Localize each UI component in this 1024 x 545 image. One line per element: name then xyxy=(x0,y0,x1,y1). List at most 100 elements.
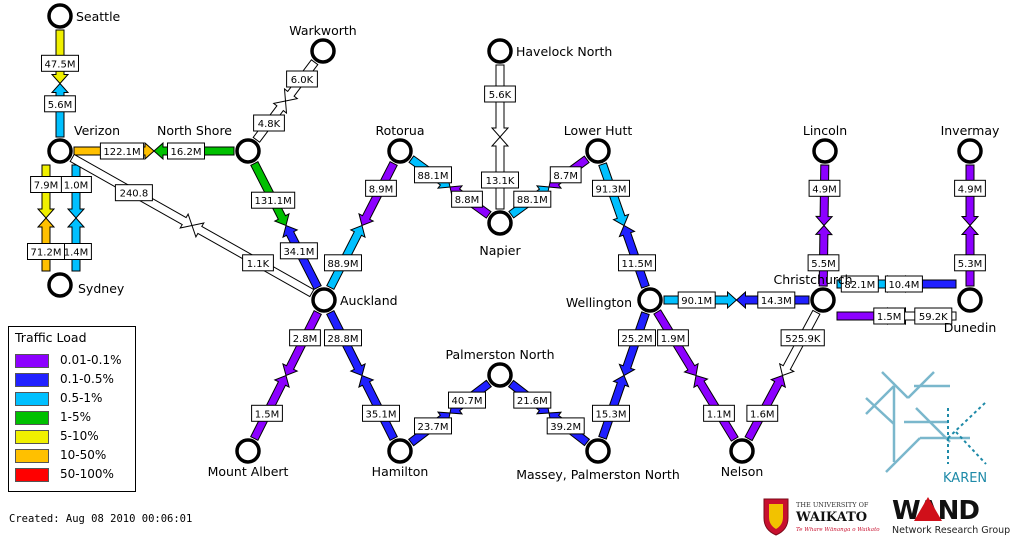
link-tag-box xyxy=(914,307,953,325)
node-hamilton[interactable]: Hamilton xyxy=(372,438,429,479)
node-circle[interactable] xyxy=(585,138,611,164)
link-tag-box xyxy=(251,191,296,209)
node-palmerston[interactable]: Palmerston North xyxy=(445,347,555,388)
link-tag-value: 35.1M xyxy=(366,409,397,420)
node-auckland[interactable]: Auckland xyxy=(311,287,398,313)
node-circle[interactable] xyxy=(487,362,513,388)
node-circle[interactable] xyxy=(487,38,513,64)
link-tag-box xyxy=(30,176,62,193)
node-circle[interactable] xyxy=(810,287,836,313)
link-tag-box xyxy=(703,404,735,422)
link-tag-value: 21.6M xyxy=(517,396,548,407)
link-tag-box xyxy=(167,142,205,160)
link-tag: 8.9M xyxy=(365,179,397,197)
link-tag-value: 2.8M xyxy=(293,334,318,345)
link-tag: 1.9M xyxy=(657,329,689,347)
node-warkworth[interactable]: Warkworth xyxy=(289,23,357,64)
node-circle[interactable] xyxy=(637,287,663,313)
link-tag-value: 122.1M xyxy=(103,147,140,158)
link-tag: 82.1M xyxy=(840,275,879,293)
link-tag-value: 5.3M xyxy=(958,259,983,270)
node-circle[interactable] xyxy=(957,287,983,313)
node-seattle[interactable]: Seattle xyxy=(47,3,121,29)
link-tag-box xyxy=(513,190,552,208)
link-tag-box xyxy=(657,329,689,347)
link-tag: 5.5M xyxy=(807,254,840,272)
node-circle[interactable] xyxy=(311,287,337,313)
node-rotorua[interactable]: Rotorua xyxy=(375,123,425,164)
legend-swatch xyxy=(15,392,49,406)
link-tag-value: 1.1K xyxy=(247,259,270,270)
node-wellington[interactable]: Wellington xyxy=(566,287,663,313)
link-tag-box xyxy=(808,179,841,197)
link-tag: 88.1M xyxy=(414,166,452,184)
node-label: Verizon xyxy=(74,123,120,138)
node-circle[interactable] xyxy=(47,138,73,164)
node-northshore[interactable]: North Shore xyxy=(157,123,261,164)
node-circle[interactable] xyxy=(729,438,755,464)
link-tag-box xyxy=(324,329,362,347)
node-invermay[interactable]: Invermay xyxy=(941,123,1000,164)
node-dunedin[interactable]: Dunedin xyxy=(944,287,997,335)
node-circle[interactable] xyxy=(235,438,261,464)
node-massey[interactable]: Massey, Palmerston North xyxy=(516,438,680,482)
link-tag-value: 39.2M xyxy=(550,422,581,433)
waikato-logo-motto: Te Whare Wānanga o Waikato xyxy=(796,527,880,533)
link-tag: 90.1M xyxy=(677,291,716,309)
node-circle[interactable] xyxy=(812,138,838,164)
link-tag: 88.9M xyxy=(324,254,362,272)
link-tag-value: 16.2M xyxy=(171,147,202,158)
node-circle[interactable] xyxy=(310,38,336,64)
link-tag-box xyxy=(481,171,519,189)
node-circle[interactable] xyxy=(47,3,73,29)
node-circle[interactable] xyxy=(957,138,983,164)
node-havelock[interactable]: Havelock North xyxy=(487,38,612,64)
link-tag-value: 47.5M xyxy=(45,59,76,70)
link-tag: 7.9M xyxy=(30,176,62,193)
node-circle[interactable] xyxy=(47,272,73,298)
link-tag: 10.4M xyxy=(884,275,923,293)
node-verizon[interactable]: Verizon xyxy=(47,123,120,164)
link-tag-box xyxy=(549,166,582,184)
node-label: Lower Hutt xyxy=(564,123,633,138)
link-tag-box xyxy=(251,404,283,422)
link-tag: 91.3M xyxy=(592,179,630,197)
link-tag-box xyxy=(807,254,840,272)
link-tag: 35.1M xyxy=(362,404,400,422)
link-tag: 6.0K xyxy=(286,70,318,88)
node-lowerhutt[interactable]: Lower Hutt xyxy=(564,123,633,164)
link-tag-box xyxy=(757,291,796,309)
node-circle[interactable] xyxy=(487,210,513,236)
link-tag-box xyxy=(414,417,452,435)
legend-swatch xyxy=(15,373,49,387)
node-label: Warkworth xyxy=(289,23,356,38)
node-circle[interactable] xyxy=(235,138,261,164)
node-nelson[interactable]: Nelson xyxy=(721,438,764,479)
node-sydney[interactable]: Sydney xyxy=(47,272,125,298)
node-label: North Shore xyxy=(157,123,232,138)
link-tag-value: 1.9M xyxy=(661,334,686,345)
link-tag-box xyxy=(677,291,716,309)
node-circle[interactable] xyxy=(387,138,413,164)
link-tag: 1.4M xyxy=(60,243,92,260)
node-label: Invermay xyxy=(941,123,1000,138)
node-napier[interactable]: Napier xyxy=(479,210,521,258)
link-tag-value: 525.9K xyxy=(785,334,821,345)
node-label: Auckland xyxy=(340,293,398,308)
link-tag: 1.1M xyxy=(703,404,735,422)
link-tag: 28.8M xyxy=(324,329,362,347)
link-tag-box xyxy=(618,254,656,272)
link-tag-value: 40.7M xyxy=(452,396,483,407)
link-tag-value: 4.8K xyxy=(258,119,281,130)
link-tag-box xyxy=(746,404,779,422)
node-circle[interactable] xyxy=(387,438,413,464)
link-tag: 5.3M xyxy=(954,254,986,272)
link-tag-box xyxy=(592,404,630,422)
node-mtalbert[interactable]: Mount Albert xyxy=(208,438,289,479)
node-circle[interactable] xyxy=(585,438,611,464)
node-lincoln[interactable]: Lincoln xyxy=(803,123,847,164)
node-christchurch[interactable]: Christchurch xyxy=(773,272,853,313)
link-tag-box xyxy=(451,190,483,208)
link-tag-value: 10.4M xyxy=(888,280,919,291)
link-tag-box xyxy=(27,243,65,260)
